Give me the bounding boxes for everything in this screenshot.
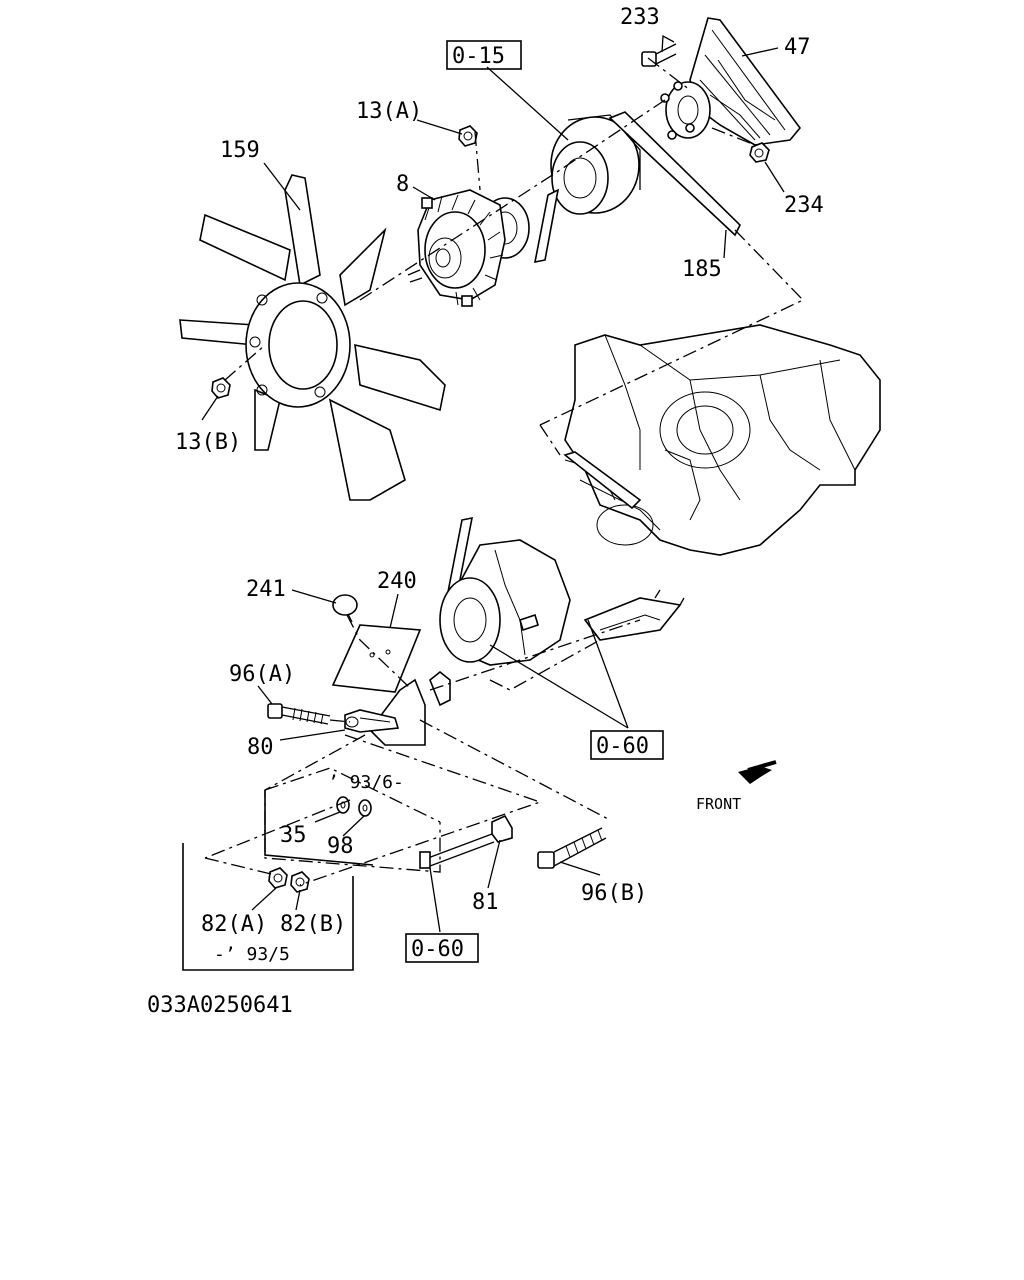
callout-0-60-bottom: 0-60 [411, 937, 464, 962]
nut-13a [458, 125, 478, 147]
callout-93-6: ’ 93/6- [328, 772, 404, 793]
variant-boxes [182, 790, 374, 971]
nut-13b [211, 377, 231, 399]
nut-82b [290, 871, 310, 893]
ref-box-0-15 [446, 40, 522, 70]
nut-82a [268, 867, 288, 889]
callout-13b: 13(B) [175, 430, 241, 455]
callout-0-60-top: 0-60 [596, 734, 649, 759]
fan-clutch [407, 189, 530, 307]
adjusting-bracket [344, 670, 451, 746]
fan-pulley [550, 114, 641, 215]
nut-234 [749, 142, 770, 163]
assembly-centerlines [204, 57, 805, 886]
callout-81: 81 [472, 890, 499, 915]
callout-185: 185 [682, 257, 722, 282]
callout-93-5: -’ 93/5 [214, 944, 290, 965]
bolt-96b [537, 827, 607, 869]
callout-13a: 13(A) [356, 99, 422, 124]
callout-0-15: 0-15 [452, 44, 505, 69]
alternator-bracket [583, 589, 685, 641]
callout-96a: 96(A) [229, 662, 295, 687]
callout-82a: 82(A) [201, 912, 267, 937]
water-pump-housing [660, 17, 802, 146]
callout-35: 35 [280, 823, 307, 848]
cooling-fan [179, 174, 446, 501]
leader-lines [201, 34, 785, 933]
ref-box-0-60-top [590, 730, 664, 760]
ref-box-0-60-bottom [405, 933, 479, 963]
callout-96b: 96(B) [581, 881, 647, 906]
callout-80: 80 [247, 735, 274, 760]
alternator [439, 539, 571, 666]
engine-block [564, 324, 881, 556]
callout-233: 233 [620, 5, 660, 30]
washer-98 [358, 799, 372, 817]
callout-234: 234 [784, 193, 824, 218]
front-arrow-icon [738, 760, 777, 784]
drive-belt-185 [446, 111, 741, 594]
drawing-number: 033A0250641 [147, 993, 293, 1018]
callout-240: 240 [377, 569, 417, 594]
callout-82b: 82(B) [280, 912, 346, 937]
bolt-81 [419, 814, 513, 869]
callout-8: 8 [396, 172, 409, 197]
callout-47: 47 [784, 35, 811, 60]
bolt-96a [267, 703, 331, 725]
callout-98: 98 [327, 834, 354, 859]
bolt-233 [641, 43, 677, 67]
front-label: FRONT [696, 795, 741, 813]
plate-240 [331, 624, 422, 693]
callout-241: 241 [246, 577, 286, 602]
plug-241 [332, 594, 358, 623]
callout-159: 159 [220, 138, 260, 163]
